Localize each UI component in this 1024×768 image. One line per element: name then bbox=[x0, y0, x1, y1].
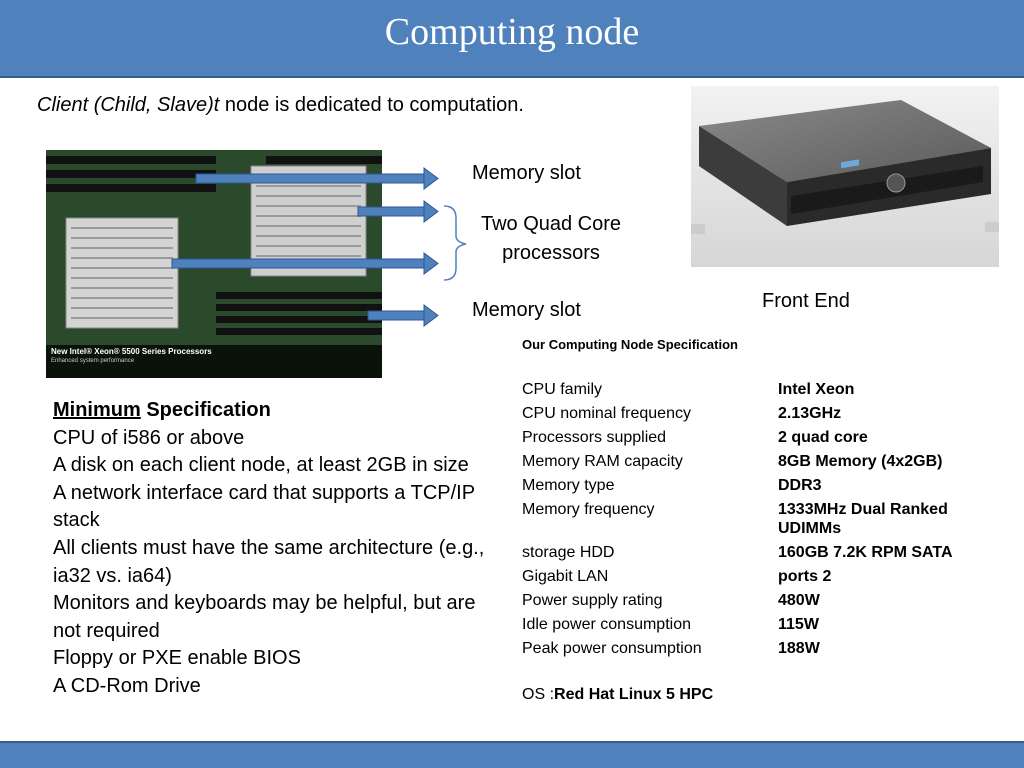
minspec-item: Floppy or PXE enable BIOS bbox=[53, 647, 301, 670]
spec-key: Power supply rating bbox=[522, 592, 663, 609]
spec-table: CPU family Intel Xeon CPU nominal frequen… bbox=[522, 380, 978, 663]
arrow-memory-top bbox=[195, 167, 439, 190]
label-processors: Two Quad Core processors bbox=[470, 213, 632, 265]
label-memory-slot-bottom: Memory slot bbox=[472, 299, 581, 321]
arrow-processor-right bbox=[357, 200, 439, 223]
label-processors-line2: processors bbox=[502, 242, 600, 264]
minspec-item: A disk on each client node, at least 2GB… bbox=[53, 454, 469, 477]
intro-italic: Client (Child, Slave)t bbox=[37, 94, 220, 116]
spec-row: storage HDD 160GB 7.2K RPM SATA bbox=[522, 543, 978, 567]
spec-value: 2.13GHz bbox=[778, 405, 842, 422]
spec-key: Idle power consumption bbox=[522, 616, 691, 633]
minspec-heading: Minimum Specification bbox=[53, 397, 493, 425]
spec-key: Memory frequency bbox=[522, 501, 655, 518]
slide-title: Computing node bbox=[384, 11, 640, 53]
spec-value: 188W bbox=[778, 640, 820, 657]
spec-value: Intel Xeon bbox=[778, 381, 855, 398]
os-label: OS : bbox=[522, 686, 555, 703]
intro-rest: node is dedicated to computation. bbox=[219, 94, 524, 116]
minspec-item: A network interface card that supports a… bbox=[53, 481, 475, 532]
server-graphic bbox=[691, 86, 999, 267]
spec-key: Processors supplied bbox=[522, 429, 667, 446]
spec-key: storage HDD bbox=[522, 544, 615, 561]
spec-row: Memory type DDR3 bbox=[522, 476, 978, 500]
title-bar bbox=[0, 0, 1024, 78]
spec-row: CPU nominal frequency 2.13GHz bbox=[522, 404, 978, 428]
spec-row: Idle power consumption 115W bbox=[522, 615, 978, 639]
footer-bar bbox=[0, 741, 1024, 768]
server-photo bbox=[691, 86, 999, 267]
spec-row: Memory RAM capacity 8GB Memory (4x2GB) bbox=[522, 452, 978, 476]
spec-row: Processors supplied 2 quad core bbox=[522, 428, 978, 452]
spec-value: 160GB 7.2K RPM SATA bbox=[778, 544, 953, 561]
spec-key: Gigabit LAN bbox=[522, 568, 609, 585]
minspec-item: Monitors and keyboards may be helpful, b… bbox=[53, 592, 476, 642]
arrow-processor-left bbox=[171, 252, 439, 275]
board-caption: New Intel® Xeon® 5500 Series Processors bbox=[51, 347, 212, 356]
os-line: OS :Red Hat Linux 5 HPC bbox=[522, 686, 713, 704]
board-subcaption: Enhanced system performance bbox=[51, 358, 135, 364]
spec-row: CPU family Intel Xeon bbox=[522, 380, 978, 404]
spec-value: DDR3 bbox=[778, 477, 822, 494]
spec-value: 115W bbox=[778, 616, 819, 633]
os-value: Red Hat Linux 5 HPC bbox=[554, 686, 714, 703]
spec-value: 1333MHz Dual Ranked UDIMMs bbox=[778, 501, 948, 537]
arrow-memory-bottom bbox=[367, 304, 439, 327]
minimum-specification: Minimum Specification CPU of i586 or abo… bbox=[53, 397, 493, 701]
spec-value: ports 2 bbox=[778, 568, 832, 585]
spec-value: 480W bbox=[778, 592, 820, 609]
label-processors-line1: Two Quad Core bbox=[480, 213, 622, 235]
minspec-heading-word: Minimum bbox=[53, 399, 141, 421]
spec-title: Our Computing Node Specification bbox=[522, 337, 738, 352]
motherboard-graphic bbox=[46, 150, 382, 378]
spec-value: 8GB Memory (4x2GB) bbox=[778, 453, 943, 470]
minspec-item: CPU of i586 or above bbox=[53, 426, 245, 449]
spec-row: Memory frequency 1333MHz Dual Ranked UDIM… bbox=[522, 500, 978, 543]
spec-row: Gigabit LAN ports 2 bbox=[522, 567, 978, 591]
processor-brace bbox=[443, 205, 467, 281]
spec-key: Peak power consumption bbox=[522, 640, 702, 657]
label-front-end: Front End bbox=[762, 290, 850, 312]
spec-key: Memory RAM capacity bbox=[522, 453, 683, 470]
intro-text: Client (Child, Slave)t node is dedicated… bbox=[37, 94, 524, 117]
label-memory-slot-top: Memory slot bbox=[472, 162, 581, 184]
minspec-item: A CD-Rom Drive bbox=[53, 674, 201, 697]
spec-key: CPU family bbox=[522, 381, 603, 398]
spec-row: Peak power consumption 188W bbox=[522, 639, 978, 663]
minspec-heading-rest: Specification bbox=[140, 399, 271, 421]
spec-key: CPU nominal frequency bbox=[522, 405, 691, 422]
spec-row: Power supply rating 480W bbox=[522, 591, 978, 615]
minspec-item: All clients must have the same architect… bbox=[53, 536, 485, 587]
spec-value: 2 quad core bbox=[778, 429, 868, 446]
spec-key: Memory type bbox=[522, 477, 615, 494]
